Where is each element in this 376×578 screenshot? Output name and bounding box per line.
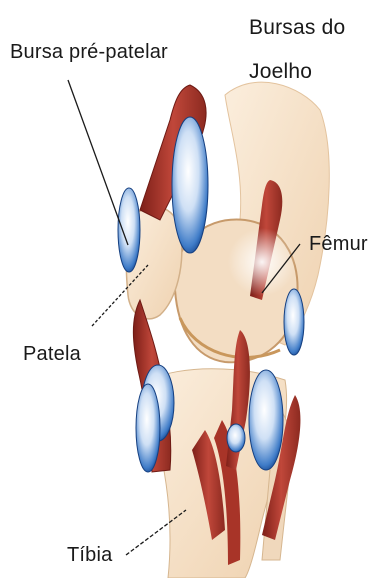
suprapatellar-bursa <box>172 117 208 253</box>
femur-label: Fêmur <box>309 232 368 256</box>
posterior-bursa <box>284 289 304 355</box>
patella-label: Patela <box>23 342 81 366</box>
prepatellar-leader-line <box>68 80 128 245</box>
tibia-label: Tíbia <box>67 543 112 567</box>
prepatellar-bursa-label: Bursa pré-patelar <box>10 40 168 64</box>
prepatellar-bursa <box>118 188 140 272</box>
title-line-2: Joelho <box>249 57 312 86</box>
semimembranosus-bursa <box>227 424 245 452</box>
pes-anserine-bursa <box>249 370 283 470</box>
title-line-1: Bursas do <box>249 13 345 42</box>
infrapatellar-bursa-deep <box>136 384 160 472</box>
